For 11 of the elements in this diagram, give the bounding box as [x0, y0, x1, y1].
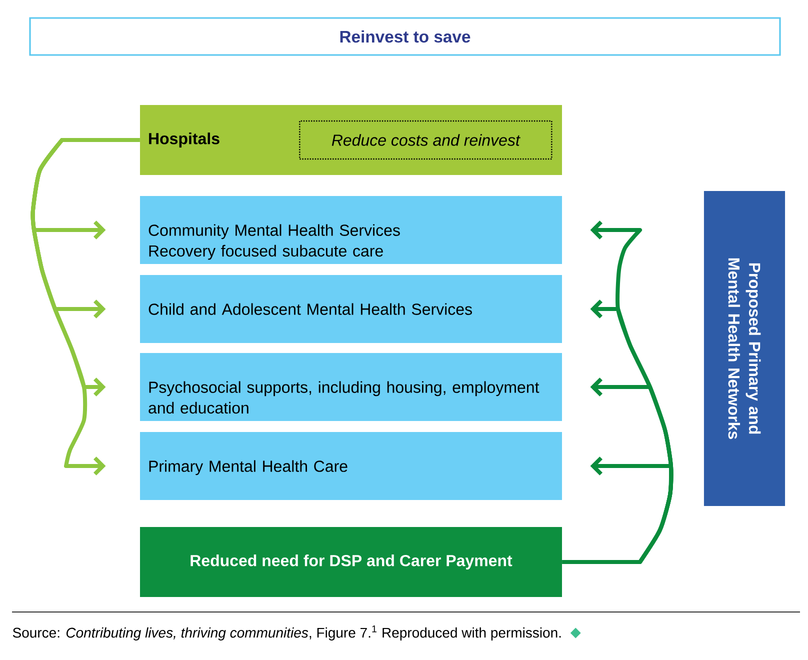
outcome-box: Reduced need for DSP and Carer Payment: [140, 527, 562, 597]
service-box: Psychosocial supports, including housing, employment and education: [140, 353, 562, 421]
dotted-box: Reduce costs and reinvest: [299, 120, 552, 160]
service-box: Child and Adolescent Mental Health Services: [140, 275, 562, 343]
service-box: Community Mental Health Services Recovery focused subacute care: [140, 196, 562, 264]
network-box: Proposed Primary and Mental Health Networks: [704, 191, 786, 506]
arrow: [30, 138, 140, 476]
caption: Source: Contributing lives, thriving communities, Figure 7.$^{1}$ Reproduced with permission.: [12, 626, 561, 640]
service-box: Primary Mental Health Care: [140, 432, 562, 500]
title-box: Reinvest to save: [29, 17, 781, 56]
arrow: [562, 456, 673, 564]
